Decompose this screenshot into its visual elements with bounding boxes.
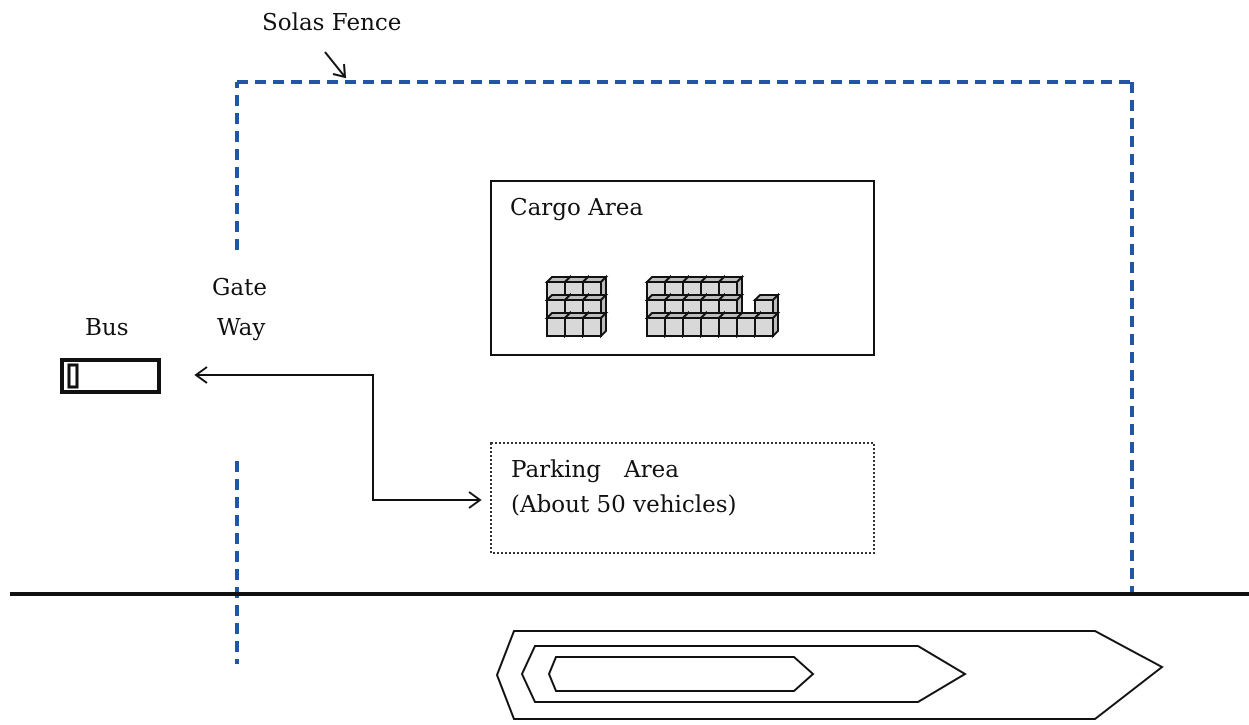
container-stack-icon [544, 274, 781, 339]
bus-icon [60, 358, 161, 394]
parking-area-box [490, 442, 875, 554]
parking-area-label: Parking Area [511, 457, 679, 483]
route-arrow [194, 366, 482, 509]
ship-icon [495, 630, 1164, 720]
fence-label: Solas Fence [262, 10, 401, 36]
bus-label: Bus [85, 315, 129, 341]
ship-deck-inner [547, 656, 815, 692]
solas-fence [235, 80, 1134, 664]
ship-hull [495, 630, 1164, 720]
parking-capacity-label: (About 50 vehicles) [511, 492, 737, 518]
gate-label-line1: Gate [212, 275, 267, 301]
ship-deck-middle [520, 645, 967, 703]
fence-pointer-arrow [324, 51, 347, 79]
cargo-area-label: Cargo Area [510, 195, 643, 221]
gate-label-line2: Way [217, 315, 265, 341]
